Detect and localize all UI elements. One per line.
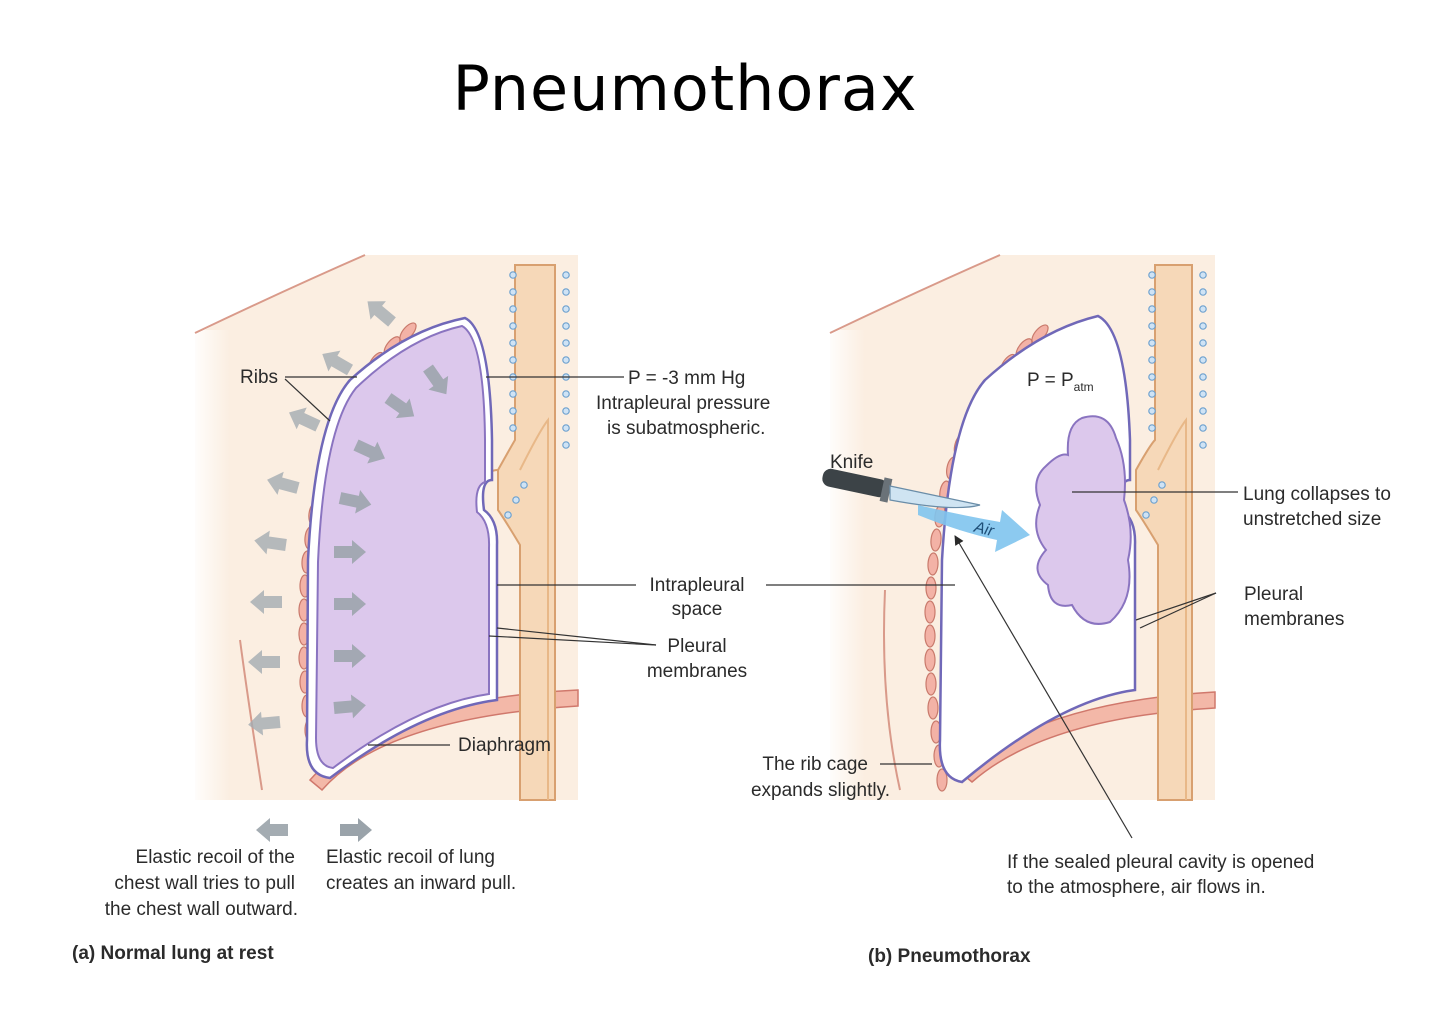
label-intrapleural-2: space bbox=[671, 599, 723, 620]
legend-inward-arrow bbox=[340, 818, 372, 842]
label-intrapleural-1: Intrapleural bbox=[649, 575, 745, 596]
label-pleural-b-1: Pleural bbox=[1244, 584, 1304, 605]
label-diaphragm: Diaphragm bbox=[458, 735, 551, 756]
leader-lines-a bbox=[284, 376, 657, 746]
cartilage-rings bbox=[504, 271, 570, 519]
label-ribs: Ribs bbox=[240, 367, 279, 388]
label-p-subscript: atm bbox=[1073, 380, 1094, 394]
label-p-atm: P = Patm bbox=[1027, 368, 1094, 395]
panel-a-normal-lung bbox=[190, 254, 657, 842]
label-pleural-a-1: Pleural bbox=[667, 636, 727, 657]
label-pressure-desc-1: Intrapleural pressure bbox=[596, 393, 771, 414]
lung-recoil-arrows bbox=[333, 364, 449, 719]
air-arrow-icon bbox=[918, 505, 1030, 552]
label-pressure-desc-2: is subatmospheric. bbox=[607, 418, 766, 439]
label-opened-2: to the atmosphere, air flows in. bbox=[1007, 877, 1266, 898]
trachea bbox=[497, 264, 556, 801]
label-ribcage-1: The rib cage bbox=[762, 754, 868, 775]
label-lung-collapse-1: Lung collapses to bbox=[1243, 484, 1391, 505]
label-recoil-lung-2: creates an inward pull. bbox=[326, 873, 517, 894]
leader-lines-b bbox=[766, 491, 1238, 839]
label-lung-collapse-2: unstretched size bbox=[1243, 509, 1382, 530]
label-recoil-wall-1: Elastic recoil of the bbox=[135, 847, 295, 868]
label-recoil-wall-3: the chest wall outward. bbox=[104, 899, 298, 920]
label-pleural-b-2: membranes bbox=[1244, 609, 1345, 630]
label-pressure-value: P = -3 mm Hg bbox=[628, 368, 746, 389]
knife-icon bbox=[822, 468, 981, 509]
label-opened-1: If the sealed pleural cavity is opened bbox=[1007, 852, 1315, 873]
caption-panel-b: (b) Pneumothorax bbox=[868, 946, 1031, 967]
label-knife: Knife bbox=[830, 452, 874, 473]
legend-outward-arrow bbox=[256, 818, 288, 842]
caption-panel-a: (a) Normal lung at rest bbox=[72, 943, 274, 964]
label-ribcage-2: expands slightly. bbox=[750, 780, 890, 801]
label-recoil-wall-2: chest wall tries to pull bbox=[114, 873, 295, 894]
panel-b-pneumothorax bbox=[766, 254, 1238, 839]
cartilage-rings-b bbox=[1142, 271, 1207, 519]
page-title: Pneumothorax bbox=[452, 52, 918, 125]
label-recoil-lung-1: Elastic recoil of lung bbox=[326, 847, 495, 868]
collapsed-lung bbox=[1035, 415, 1132, 625]
label-pleural-a-2: membranes bbox=[646, 661, 748, 682]
chest-wall-recoil-arrows bbox=[248, 301, 396, 736]
trachea-b bbox=[1135, 264, 1193, 801]
label-p-prefix: P = P bbox=[1027, 370, 1074, 391]
